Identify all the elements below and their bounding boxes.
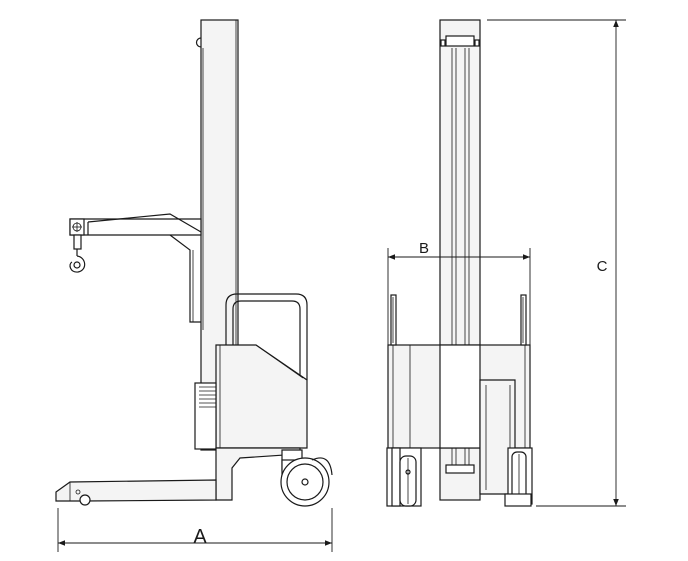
boom-arm [69,213,202,323]
front-right-wheel [504,447,533,507]
side-control-box [215,344,308,449]
dimension-b: B [387,240,531,345]
dimension-a-label: A [193,526,207,548]
dimension-c: C [487,19,626,507]
front-view [386,19,533,507]
dimension-b-label: B [419,240,429,257]
hook-icon [69,218,86,273]
front-left-wheel [386,447,422,507]
front-handles[interactable] [390,294,527,346]
dimension-c-label: C [597,258,608,275]
side-rear-caster [280,449,333,507]
side-handle[interactable] [225,293,308,380]
side-view [55,19,333,507]
side-vent-block [194,382,217,450]
dimension-a: A [57,508,333,552]
